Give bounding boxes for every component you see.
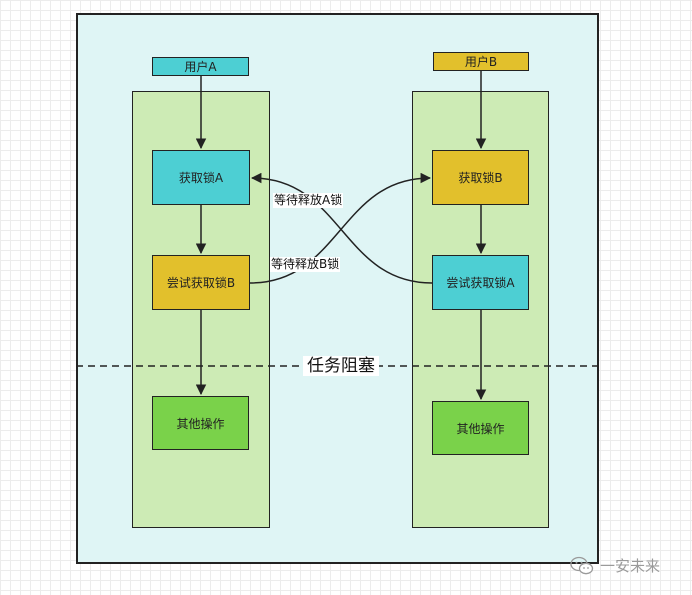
b-try-lock-a: 尝试获取锁A xyxy=(432,255,529,310)
a-other-ops: 其他操作 xyxy=(152,396,249,450)
b-other-ops: 其他操作 xyxy=(432,401,529,455)
edge-wait-b-lock xyxy=(249,172,432,284)
user-a-box: 用户A xyxy=(152,57,249,76)
edge-wait-a-lock xyxy=(250,172,433,284)
user-b-box: 用户B xyxy=(433,52,529,71)
a-acquire-lock-a: 获取锁A xyxy=(152,150,250,205)
watermark-text: 一安未来 xyxy=(600,557,661,575)
b-acquire-lock-b: 获取锁B xyxy=(432,150,529,205)
wechat-icon xyxy=(570,556,594,574)
wait-release-a-label: 等待释放A锁 xyxy=(273,193,344,208)
wait-release-b-label: 等待释放B锁 xyxy=(270,257,341,272)
watermark: 一安未来 xyxy=(570,555,660,576)
a-try-lock-b: 尝试获取锁B xyxy=(152,255,250,310)
task-blocked-label: 任务阻塞 xyxy=(303,356,379,376)
